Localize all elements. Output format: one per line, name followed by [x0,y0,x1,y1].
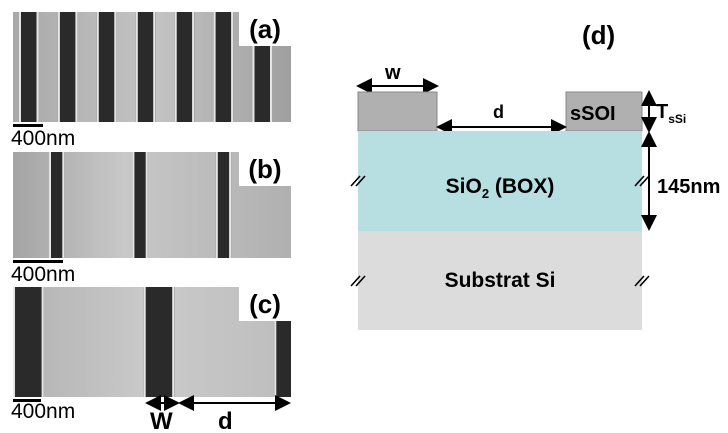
sem-edge-1-6-0 [252,12,255,122]
sem-edge-3-2-0 [274,287,277,397]
sem-edge-3-0-1 [41,287,44,397]
sem-image-b: (b) [13,152,291,258]
break-mark-substrate-right [634,275,650,287]
scale-bar-c [13,399,41,402]
w-label: w [384,62,401,84]
substrate-layer [358,231,642,330]
sem-edge-1-6-1 [270,12,272,122]
sem-edge-1-3-1 [153,12,156,122]
sem-edge-2-2-0 [215,152,218,258]
sem-line-2-2 [215,152,232,258]
sem-edge-1-0-0 [19,12,21,122]
diagram-label-d: (d) [582,20,615,50]
break-mark-box-right [634,175,650,187]
ssi-line-left [357,91,438,132]
sem-line-3-1 [143,287,175,397]
sem-edge-1-2-1 [114,12,117,122]
panel-label-a: (a) [239,12,291,46]
box-label-rest: (BOX) [489,175,554,198]
sem-edge-1-1-1 [75,12,78,122]
sem-line-1-3 [135,12,156,122]
sem-edge-3-0-0 [13,287,15,397]
break-mark-box-left [350,175,366,187]
sem-edge-1-2-0 [96,12,99,122]
sem-edge-2-2-1 [229,152,232,258]
box-label: SiO2 (BOX) [446,175,555,201]
sem-line-3-0 [13,287,44,397]
sem-dimension-arrows: W d [145,395,291,433]
sem-image-c: (c) [13,287,291,397]
box-label-main: SiO [446,175,482,198]
box-thickness-label: 145nm [657,176,720,198]
sem-line-1-0 [19,12,39,122]
sem-edge-1-0-1 [36,12,39,122]
panel-label-c: (c) [239,287,291,321]
scale-bar-a [13,124,43,127]
scale-label-b: 400nm [11,263,76,286]
sem-edge-1-5-1 [231,12,234,122]
scale-label-a: 400nm [11,127,76,150]
box-oxide-layer [358,131,642,231]
sem-line-1-2 [96,12,117,122]
sem-image-a: (a) [13,12,291,122]
break-mark-substrate-left [350,275,366,287]
sem-line-2-0 [49,152,65,258]
sem-line-1-1 [57,12,78,122]
panel-label-b: (b) [239,152,291,186]
w-dimension-label: W [150,408,173,433]
scale-bar-b [13,260,63,263]
ssoi-label: sSOI [570,103,616,125]
sem-edge-2-0-0 [49,152,51,258]
sem-edge-1-4-1 [192,12,195,122]
sem-edge-2-0-1 [62,152,65,258]
tssi-main: T [656,101,668,123]
sem-edge-2-1-1 [145,152,148,258]
sem-line-1-4 [174,12,195,122]
sem-edge-3-1-0 [143,287,146,397]
sem-line-2-1 [132,152,148,258]
d-dimension-label: d [218,408,233,433]
sem-edge-1-5-0 [213,12,216,122]
cross-section-diagram: (d) w sSOI d TsSi SiO2 (BOX) 145nm Subst… [350,20,720,330]
sem-edge-2-1-0 [132,152,135,258]
box-label-sub: 2 [482,186,489,201]
d-label: d [493,102,504,122]
scale-label-c: 400nm [11,400,76,423]
tssi-subscript: sSi [668,112,686,126]
sem-line-1-5 [213,12,234,122]
substrate-label: Substrat Si [445,269,556,292]
sem-edge-1-3-0 [135,12,138,122]
sem-edge-3-1-1 [172,287,175,397]
ssoi-block [565,91,643,132]
sem-edge-1-4-0 [174,12,177,122]
sem-edge-1-1-0 [57,12,60,122]
tssi-label: TsSi [656,101,686,126]
